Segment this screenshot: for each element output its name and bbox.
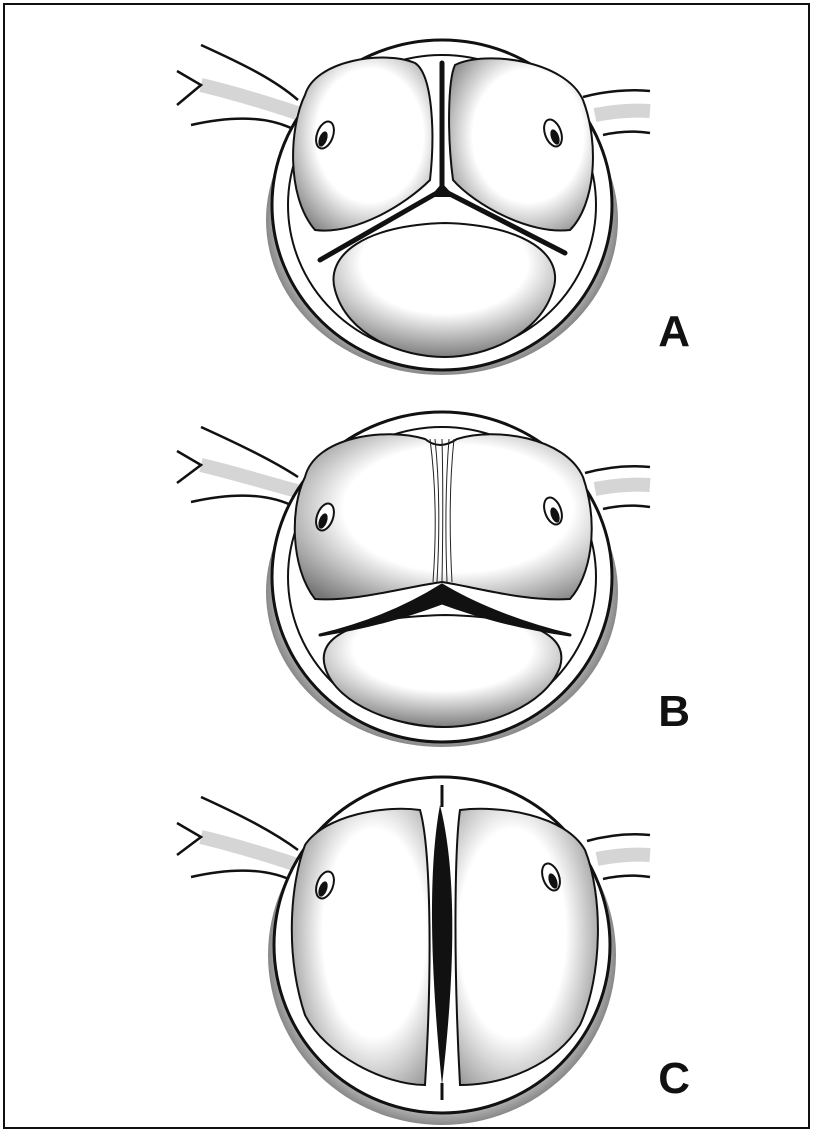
panel-c: C <box>5 755 808 1130</box>
panel-a: A <box>5 5 808 380</box>
coronary-artery-right <box>587 834 650 879</box>
panel-label-b: B <box>658 690 690 734</box>
panel-b: B <box>5 377 808 752</box>
coronary-artery-left <box>177 45 298 130</box>
coronary-artery-left <box>177 427 298 507</box>
figure-frame: A <box>3 3 810 1129</box>
panel-label-a: A <box>658 310 690 354</box>
coronary-artery-left <box>177 797 298 882</box>
panel-label-c: C <box>658 1057 690 1101</box>
